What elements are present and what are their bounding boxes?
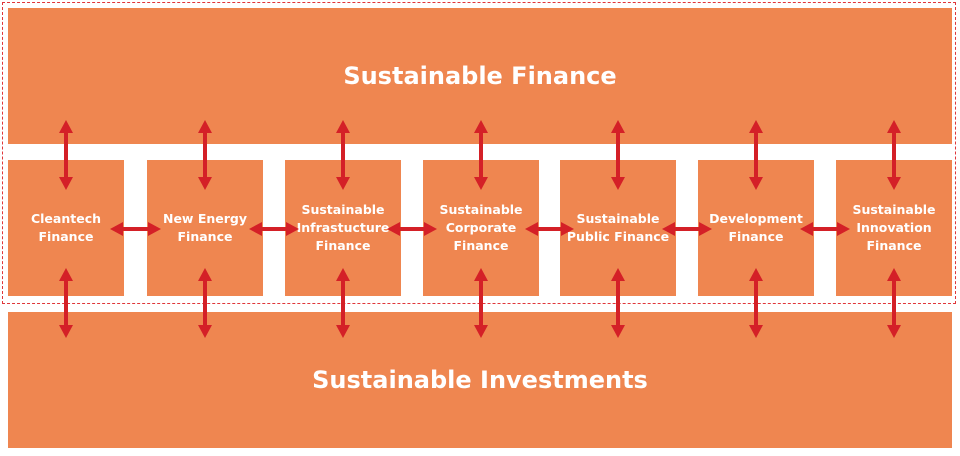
box-new-energy-finance: New Energy Finance: [147, 160, 263, 296]
box-cleantech-finance: Cleantech Finance: [8, 160, 124, 296]
box-label: Cleantech Finance: [30, 210, 102, 244]
sustainable-investments-band: Sustainable Investments: [8, 312, 952, 448]
box-sustainable-infrastructure-finance: Sustainable Infrastucture Finance: [285, 160, 401, 296]
box-label: Sustainable Corporate Finance: [439, 201, 523, 254]
sustainable-finance-label: Sustainable Finance: [343, 62, 617, 90]
box-sustainable-corporate-finance: Sustainable Corporate Finance: [423, 160, 539, 296]
box-sustainable-public-finance: Sustainable Public Finance: [560, 160, 676, 296]
box-label: Sustainable Infrastucture Finance: [296, 201, 390, 254]
box-development-finance: Development Finance: [698, 160, 814, 296]
box-label: New Energy Finance: [162, 210, 247, 244]
sustainable-investments-label: Sustainable Investments: [312, 366, 648, 394]
box-label: Development Finance: [709, 210, 803, 244]
box-sustainable-innovation-finance: Sustainable Innovation Finance: [836, 160, 952, 296]
sustainable-finance-band: Sustainable Finance: [8, 8, 952, 144]
box-label: Sustainable Public Finance: [566, 210, 670, 244]
box-label: Sustainable Innovation Finance: [852, 201, 936, 254]
